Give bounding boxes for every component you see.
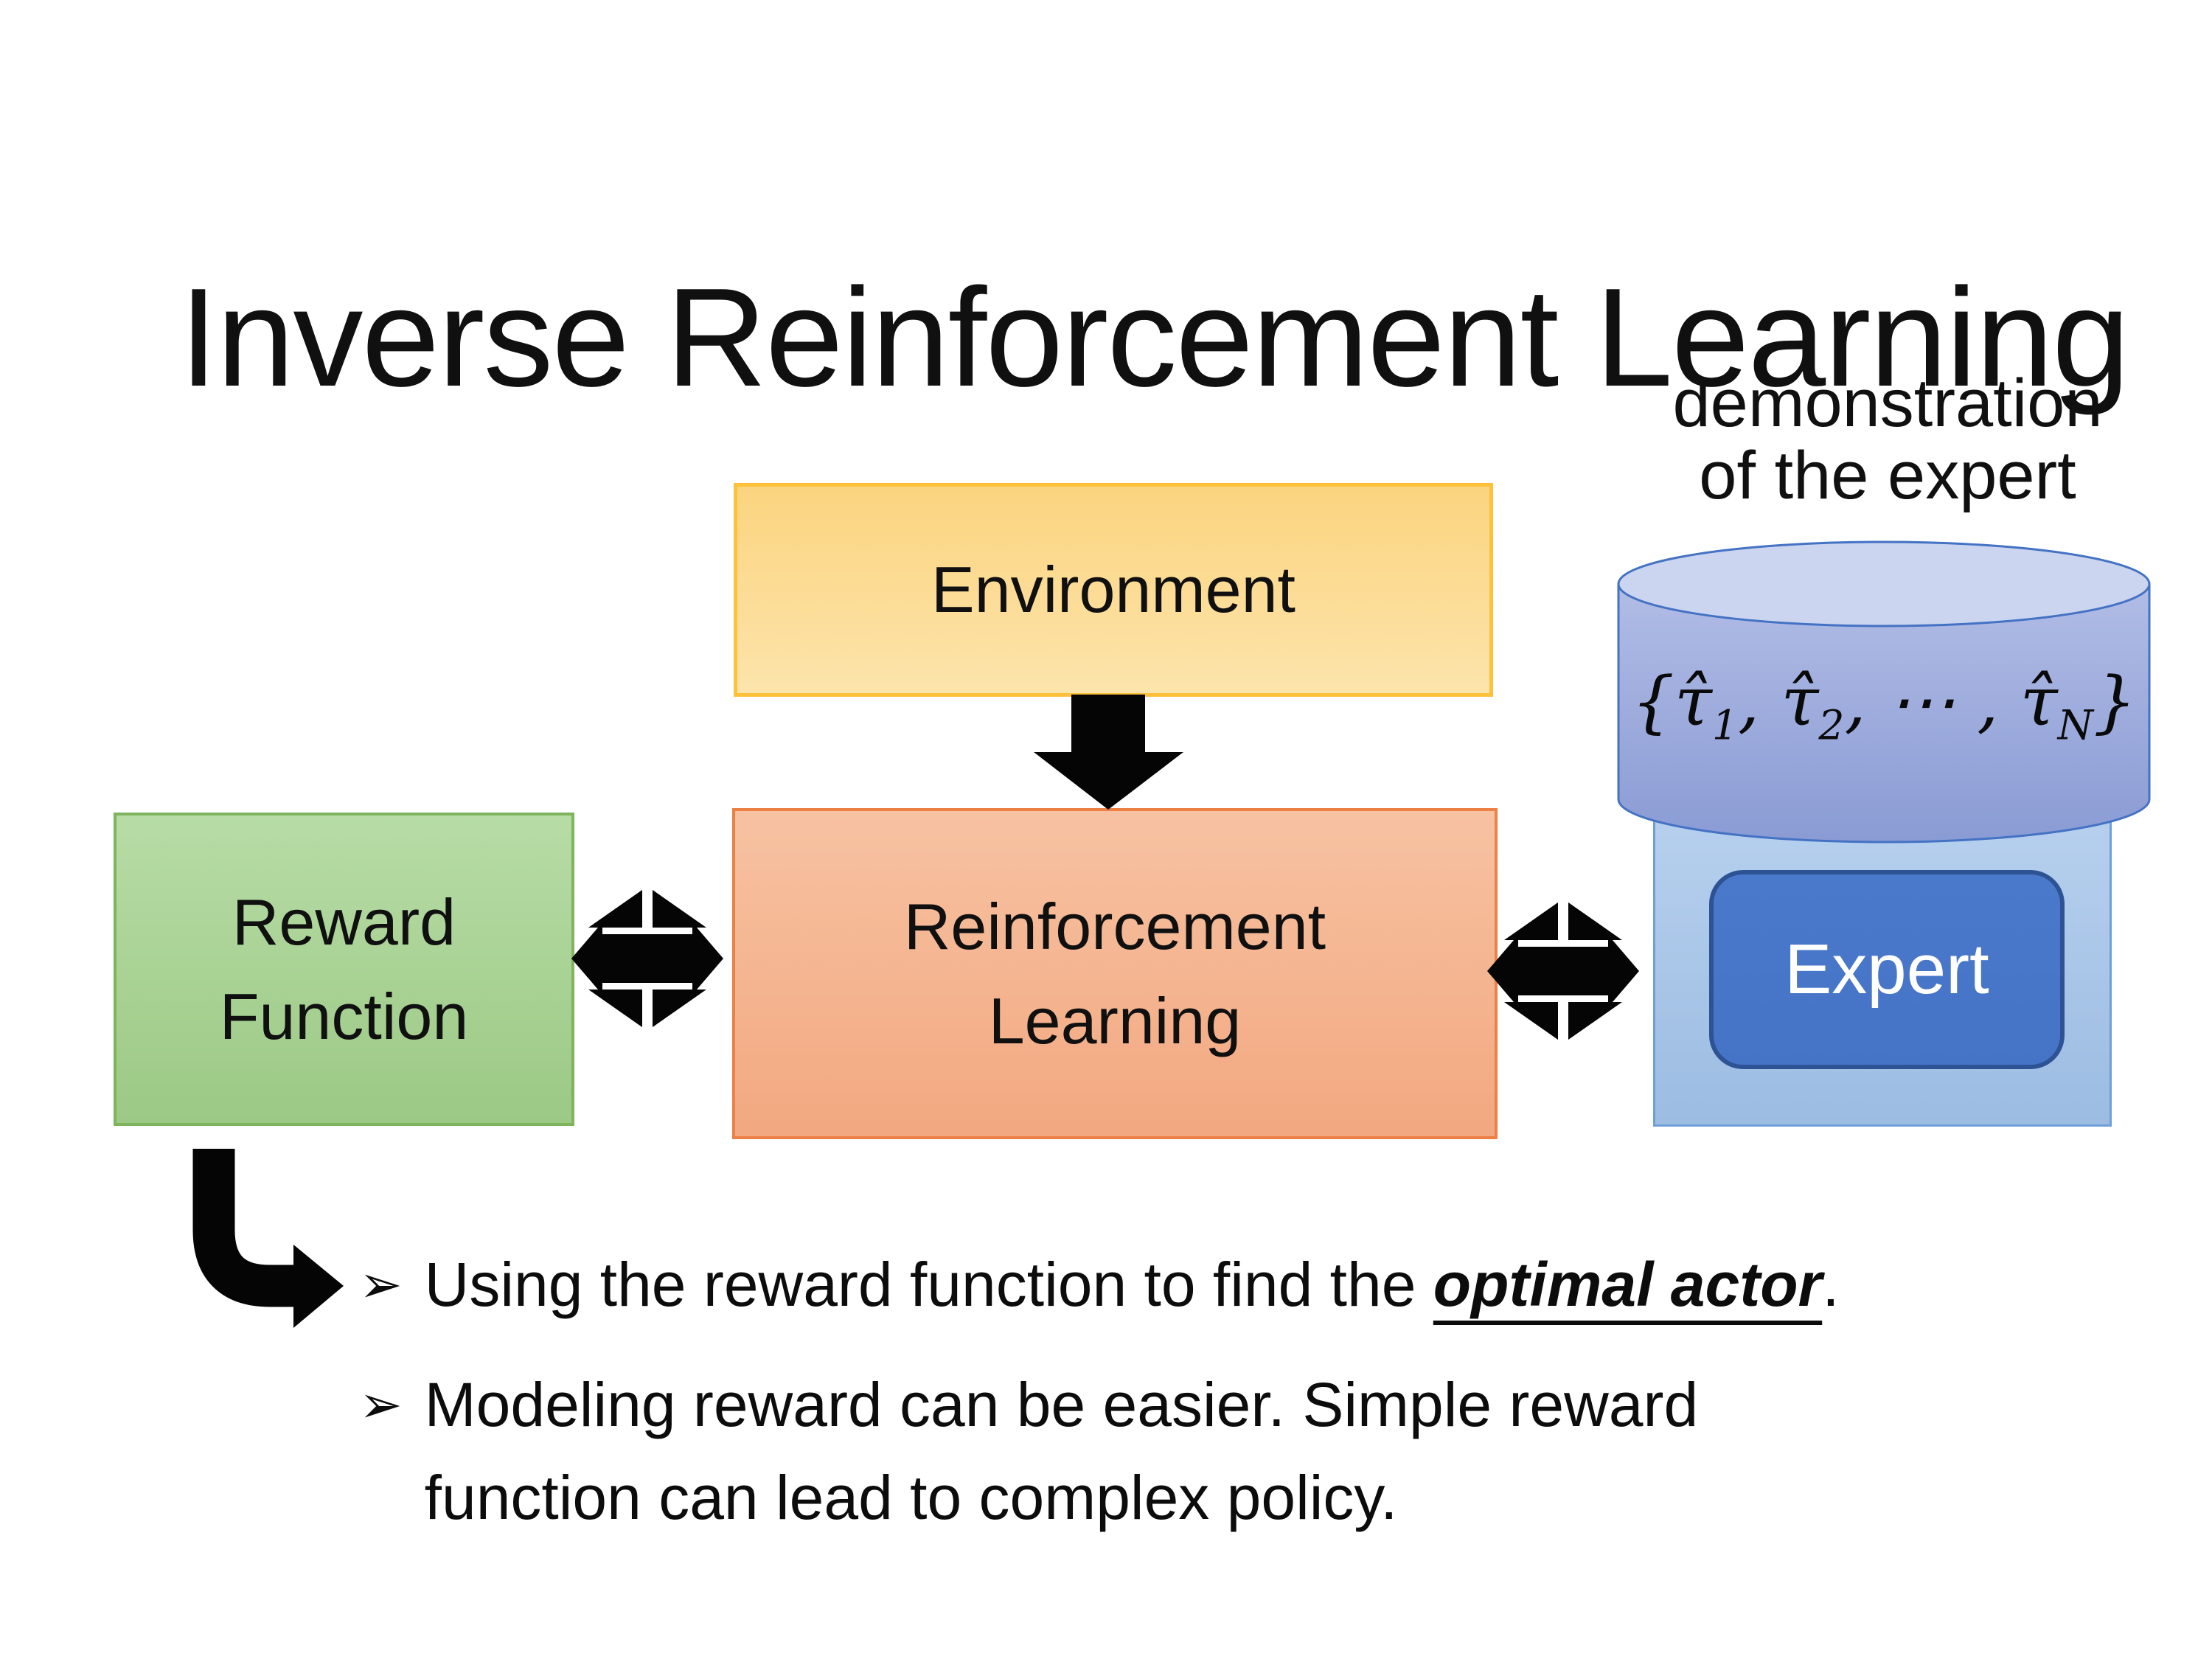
expert-label: Expert xyxy=(1784,930,1989,1009)
reward-to-bullets-elbow-arrow-icon xyxy=(192,1149,344,1328)
bullet-text: Using the reward function to find the op… xyxy=(424,1250,1840,1319)
rl-expert-double-arrow-icon xyxy=(1487,897,1639,1045)
bullet-item-modeling-reward: ➢ Modeling reward can be easier. Simple … xyxy=(359,1358,2099,1544)
dataset-label: {τ̂1, τ̂2, ⋯ , τ̂N} xyxy=(1631,662,2137,750)
bullet-text: Modeling reward can be easier. Simple re… xyxy=(424,1370,1699,1532)
reward-rl-double-arrow-icon xyxy=(571,885,723,1032)
page-title: Inverse Reinforcement Learning xyxy=(179,260,2130,417)
expert-box: Expert xyxy=(1709,870,2065,1069)
demonstration-label-line2: of the expert xyxy=(1699,438,2076,514)
bullet-arrowhead-icon: ➢ xyxy=(359,1376,403,1433)
environment-to-rl-arrow-icon xyxy=(1034,695,1183,810)
environment-label: Environment xyxy=(931,553,1295,627)
bullet-item-optimal-actor: ➢ Using the reward function to find the … xyxy=(359,1238,2099,1331)
bullet-emphasis: optimal actor xyxy=(1433,1250,1823,1319)
reward-function-box: Reward Function xyxy=(114,813,574,1126)
reinforcement-learning-label: Reinforcement Learning xyxy=(903,889,1326,1057)
bullet-arrowhead-icon: ➢ xyxy=(359,1256,403,1313)
reinforcement-learning-box: Reinforcement Learning xyxy=(732,808,1498,1139)
demonstration-label: demonstration of the expert xyxy=(1615,367,2160,512)
environment-box: Environment xyxy=(734,483,1493,697)
reward-function-label: Reward Function xyxy=(219,885,469,1053)
demonstration-label-line1: demonstration xyxy=(1672,366,2103,441)
